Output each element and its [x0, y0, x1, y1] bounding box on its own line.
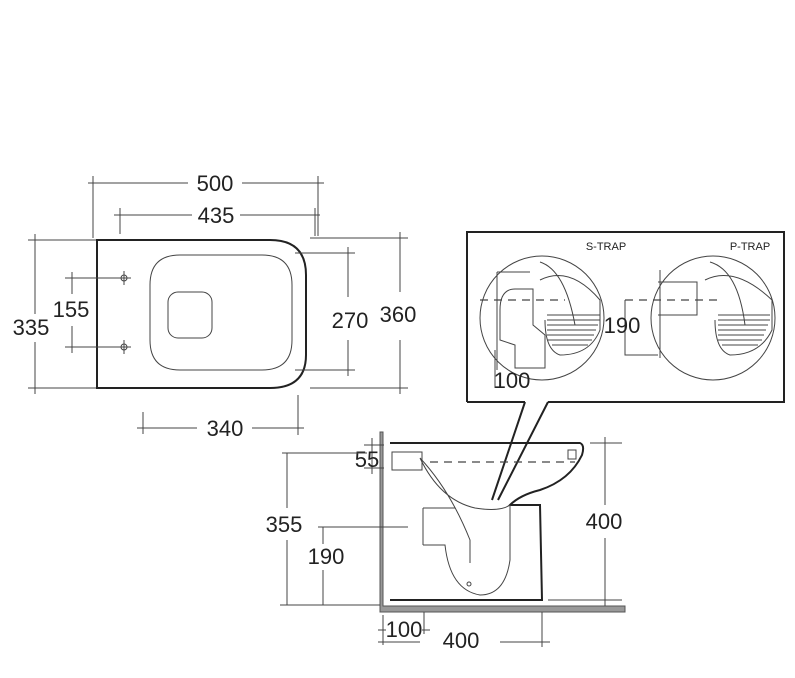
dim-100-strap: 100	[494, 368, 531, 393]
s-trap-label: S-TRAP	[586, 241, 626, 253]
dimension-line	[280, 452, 380, 606]
dim-190: 190	[308, 544, 345, 569]
s-trap-water	[547, 314, 600, 346]
trap-detail-inset: S-TRAP P-TRAP 100 190	[466, 231, 785, 501]
dimension-line	[548, 437, 622, 606]
dim-100: 100	[386, 617, 423, 642]
side-view: 55 355 190 400 100 400	[266, 431, 626, 653]
bowl-opening	[149, 254, 293, 371]
inset-frame	[466, 231, 785, 403]
dim-155: 155	[53, 297, 90, 322]
seat-outline	[96, 239, 307, 389]
p-trap-bowl	[704, 261, 773, 356]
dimension-line	[65, 272, 120, 353]
drain-hole	[466, 581, 472, 587]
dimension-line	[295, 247, 355, 376]
dim-335: 335	[13, 315, 50, 340]
dim-355: 355	[266, 512, 303, 537]
overflow-slot	[567, 449, 577, 460]
p-trap-label: P-TRAP	[730, 241, 770, 253]
inset-pointer	[491, 401, 549, 501]
dim-190-ptrap: 190	[604, 313, 641, 338]
wall	[379, 431, 626, 613]
pan-body	[390, 442, 585, 601]
bowl-outlet	[167, 291, 213, 339]
dim-400-projection: 400	[443, 628, 480, 653]
dimension-line	[318, 526, 408, 605]
trap-path	[422, 505, 511, 596]
dim-500: 500	[197, 171, 234, 196]
dimension-line	[364, 438, 384, 474]
dimension-line	[624, 300, 658, 356]
p-trap-circle	[650, 255, 776, 381]
dimension-line	[114, 208, 320, 236]
dimension-line	[88, 176, 324, 238]
s-trap-bowl	[539, 261, 601, 356]
dimension-line	[137, 395, 304, 435]
dim-360: 360	[380, 302, 417, 327]
plan-view: 500 435 335 155 270 360 340	[13, 171, 417, 441]
dimension-line	[378, 612, 550, 647]
s-trap-pipe	[496, 271, 546, 370]
s-trap-circle	[479, 255, 605, 381]
dim-340: 340	[207, 416, 244, 441]
bowl-interior	[419, 457, 511, 563]
dimension-line	[28, 234, 96, 394]
dim-435: 435	[198, 203, 235, 228]
dimension-line	[310, 232, 408, 394]
dim-55: 55	[355, 447, 379, 472]
p-trap-pipe	[658, 270, 698, 358]
inlet	[391, 451, 423, 471]
dim-270: 270	[332, 308, 369, 333]
dim-400-height: 400	[586, 509, 623, 534]
